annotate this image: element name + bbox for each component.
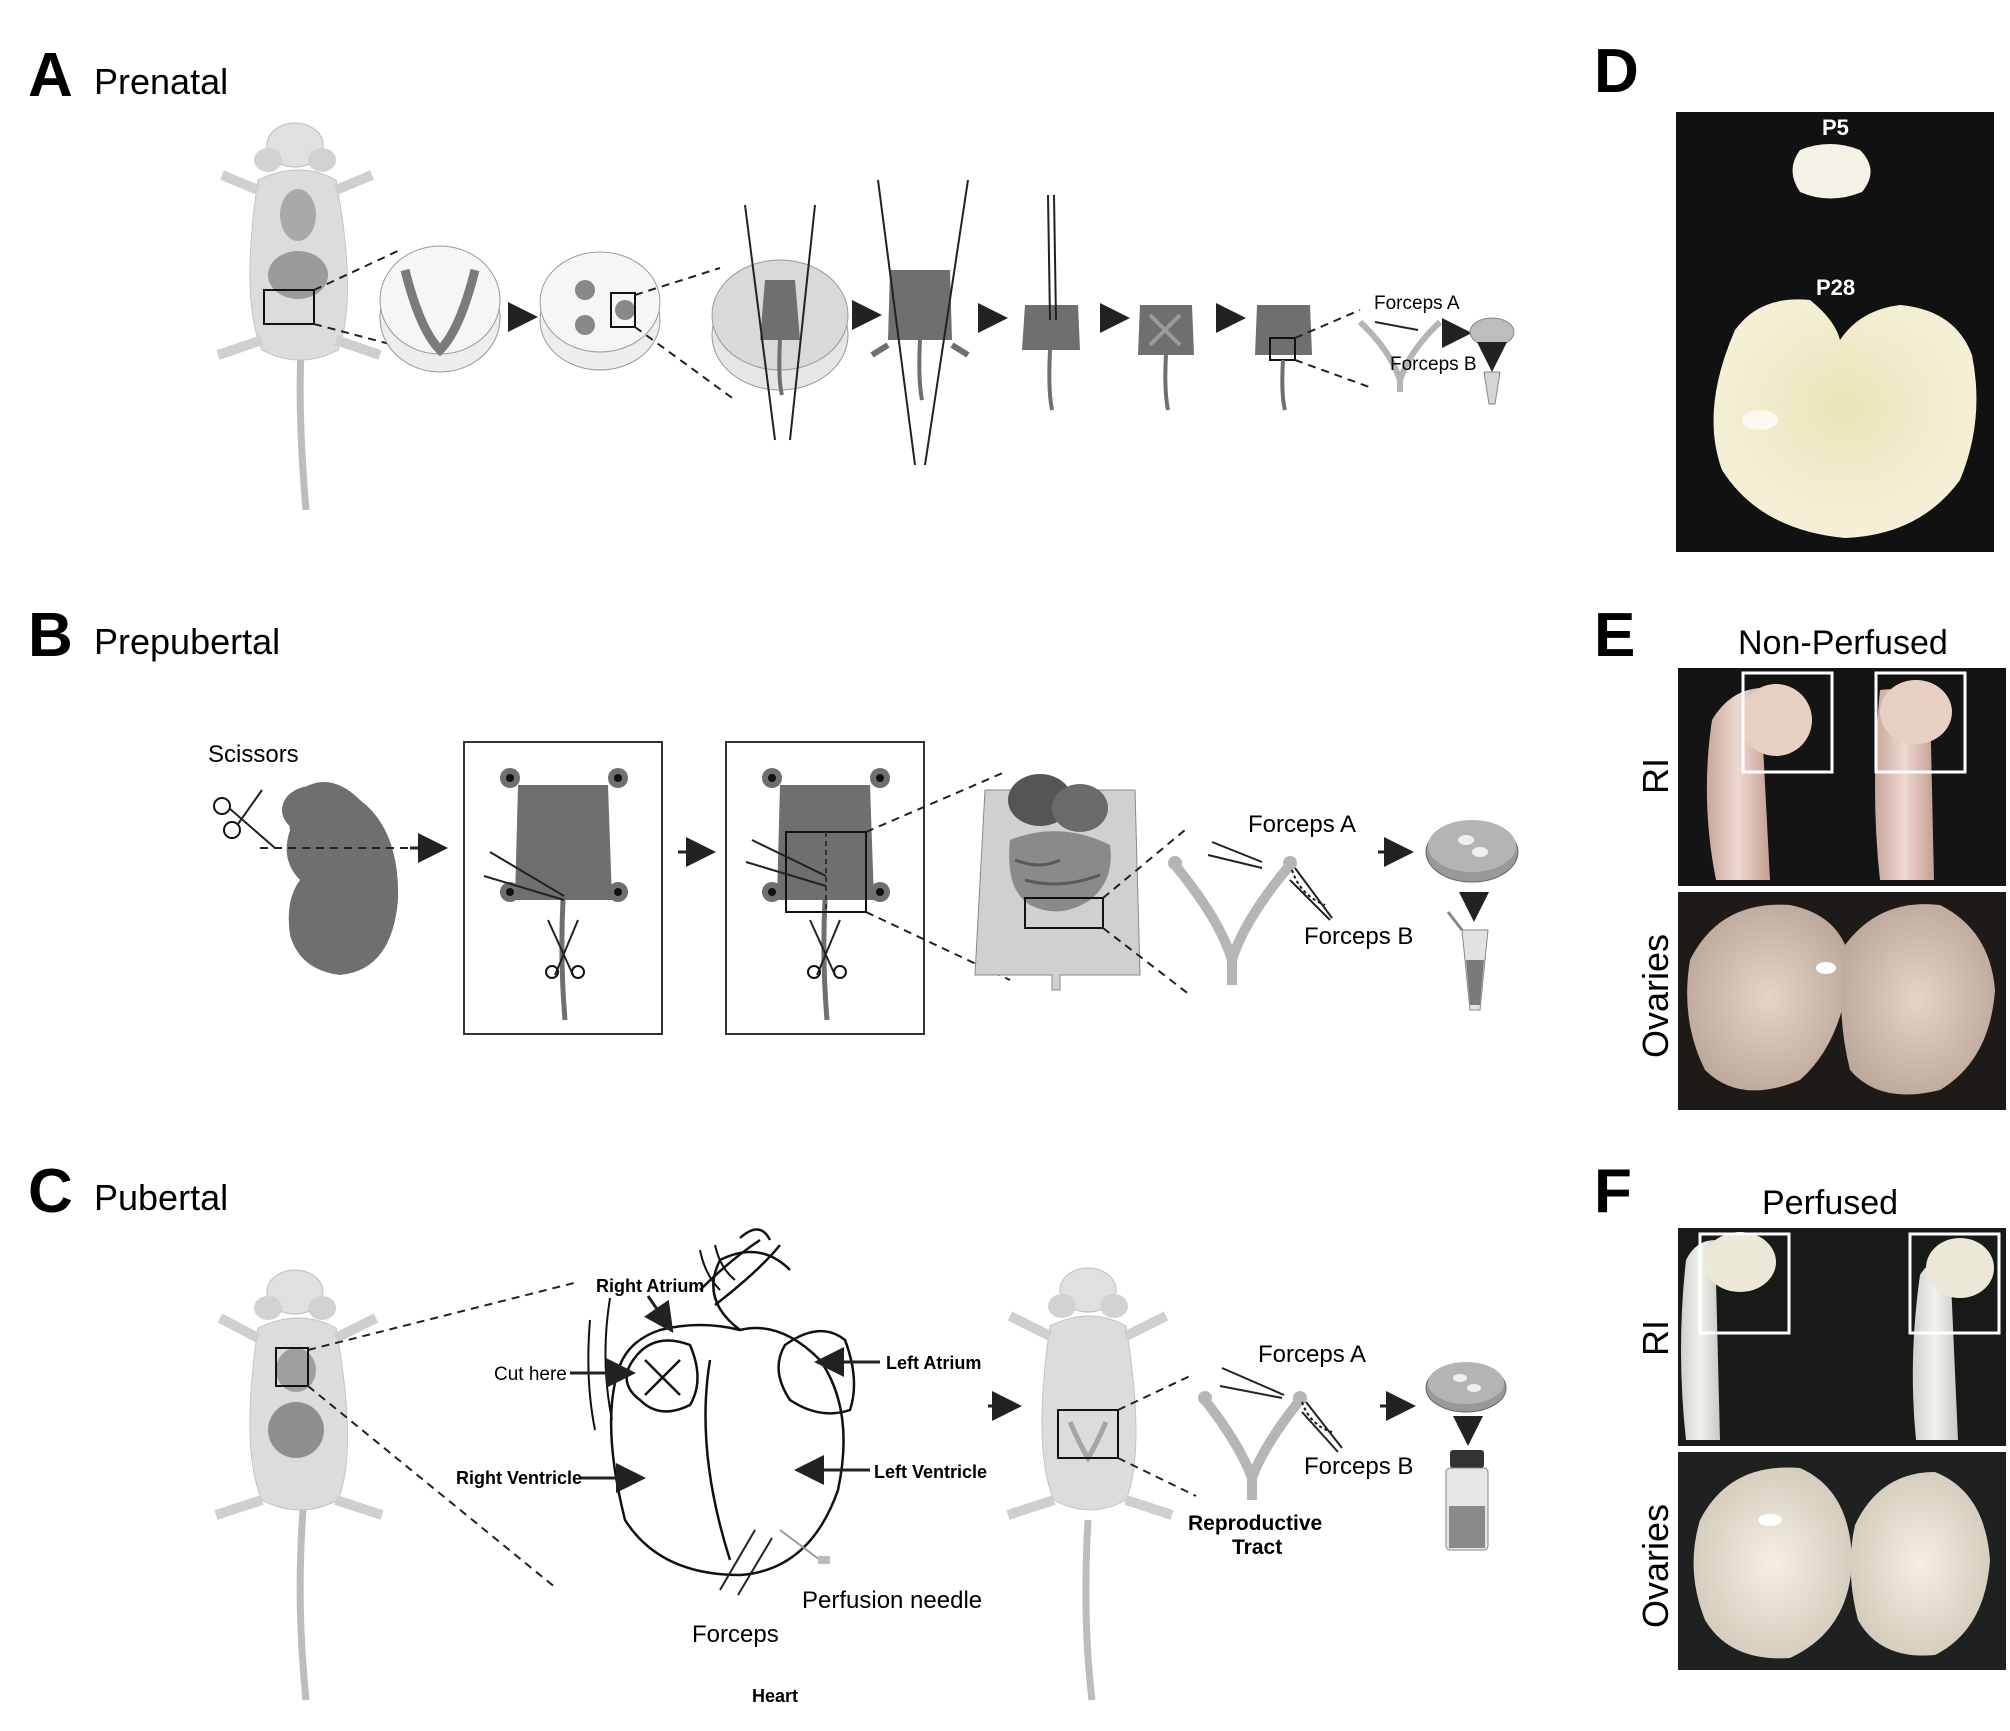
panel-a-forceps-a-label: Forceps A (1374, 293, 1460, 314)
panel-e: E Non-Perfused RI Ovaries (1594, 601, 2006, 1110)
reproductive-tract-c (1198, 1367, 1343, 1500)
panel-b: B Prepubertal Scissors (28, 601, 1519, 1035)
non-perfused-ri-photo (1678, 668, 2006, 886)
right-atrium-label: Right Atrium (596, 1276, 704, 1296)
panel-d-letter: D (1594, 37, 1639, 106)
panel-f: F Perfused RI Ovaries (1594, 1157, 2006, 1670)
panel-f-title: Perfused (1762, 1184, 1898, 1222)
panel-c-forceps-a-label: Forceps A (1258, 1341, 1366, 1368)
perfused-ovaries-photo (1678, 1452, 2006, 1670)
panel-a-title: Prenatal (94, 61, 228, 102)
petri-dish-embryos (539, 251, 661, 371)
panel-f-ri-label: RI (1635, 1320, 1676, 1356)
ovary-size-photo (1676, 112, 1994, 552)
panel-a-letter: A (28, 41, 73, 110)
panel-b-forceps-b-label: Forceps B (1304, 923, 1413, 950)
petri-dish-c (1425, 1362, 1507, 1413)
panel-e-letter: E (1594, 601, 1635, 670)
panel-b-title: Prepubertal (94, 621, 280, 662)
panel-f-letter: F (1594, 1157, 1632, 1226)
panel-c-title: Pubertal (94, 1177, 228, 1218)
scissors-label: Scissors (208, 741, 299, 768)
heart-diagram (570, 1228, 880, 1596)
panel-a-forceps-b-label: Forceps B (1390, 354, 1477, 375)
petri-dish-pinned-embryo (711, 204, 849, 441)
p5-label: P5 (1822, 115, 1849, 140)
pregnant-mouse-illustration (216, 122, 382, 511)
scissors-icon (213, 789, 276, 849)
non-perfused-ovaries-photo (1678, 892, 2006, 1110)
embryo-forceps-step (870, 179, 970, 466)
panel-b-letter: B (28, 601, 73, 670)
reproductive-label-line1: Reproductive (1188, 1512, 1322, 1535)
panel-e-ovaries-label: Ovaries (1635, 934, 1676, 1058)
reproductive-tract-small-a (1357, 319, 1443, 392)
opened-abdomen-illustration (974, 774, 1141, 991)
perfusion-needle-label: Perfusion needle (802, 1587, 982, 1614)
sample-vial-c (1445, 1450, 1489, 1551)
perfused-ri-photo (1678, 1228, 2006, 1446)
pup-cut-box-1 (463, 741, 663, 1035)
petri-dish-uterus (379, 245, 501, 373)
pup-cut-box-2 (725, 741, 925, 1035)
panel-e-title: Non-Perfused (1738, 624, 1948, 662)
reproductive-tract-b (1168, 841, 1333, 985)
embryo-step-6 (1138, 305, 1194, 411)
panel-c-letter: C (28, 1157, 73, 1226)
cut-here-label: Cut here (494, 1364, 567, 1385)
pup-silhouette (282, 782, 399, 975)
left-ventricle-label: Left Ventricle (874, 1462, 987, 1482)
forceps-label: Forceps (692, 1621, 779, 1648)
panel-d: D P5 P28 (1594, 37, 1994, 552)
p28-label: P28 (1816, 275, 1855, 300)
mouse-reproductive-tract-illustration (1006, 1267, 1174, 1701)
pubertal-mouse-illustration (214, 1269, 384, 1701)
panel-c-forceps-b-label: Forceps B (1304, 1453, 1413, 1480)
embryo-step-7 (1255, 305, 1312, 411)
panel-b-forceps-a-label: Forceps A (1248, 811, 1356, 838)
left-atrium-label: Left Atrium (886, 1353, 981, 1373)
microcentrifuge-tube-b (1446, 911, 1489, 1011)
right-ventricle-label: Right Ventricle (456, 1468, 582, 1488)
embryo-step-5 (1022, 194, 1080, 411)
small-petri-dish-a (1469, 317, 1515, 347)
panel-e-ri-label: RI (1635, 758, 1676, 794)
petri-dish-b (1425, 820, 1519, 883)
small-tube-a (1483, 371, 1501, 405)
panel-c: C Pubertal (28, 1157, 1507, 1706)
panel-f-ovaries-label: Ovaries (1635, 1504, 1676, 1628)
heart-label: Heart (752, 1686, 798, 1706)
panel-a: A Prenatal (28, 41, 1515, 511)
reproductive-label-line2: Tract (1232, 1536, 1282, 1559)
